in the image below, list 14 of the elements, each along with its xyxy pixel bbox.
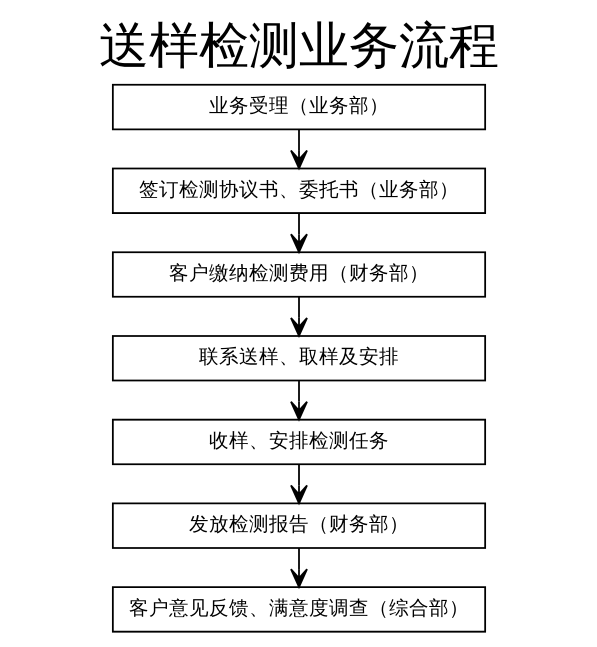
arrow <box>290 381 308 420</box>
node-box: 客户意见反馈、满意度调查（综合部） <box>111 586 486 633</box>
arrow <box>290 548 308 588</box>
arrow <box>290 130 308 170</box>
node-box: 发放检测报告（财务部） <box>111 502 486 549</box>
arrow <box>290 297 308 337</box>
arrow <box>290 214 308 253</box>
arrow <box>290 464 308 504</box>
node-box: 收样、安排检测任务 <box>111 418 486 466</box>
node-box: 业务受理（业务部） <box>111 84 486 130</box>
node-box: 联系送样、取样及安排 <box>111 335 486 382</box>
node-box: 签订检测协议书、委托书（业务部） <box>111 168 486 214</box>
diagram-title: 送样检测业务流程 <box>98 16 498 74</box>
node-box: 客户缴纳检测费用（财务部） <box>111 251 486 298</box>
